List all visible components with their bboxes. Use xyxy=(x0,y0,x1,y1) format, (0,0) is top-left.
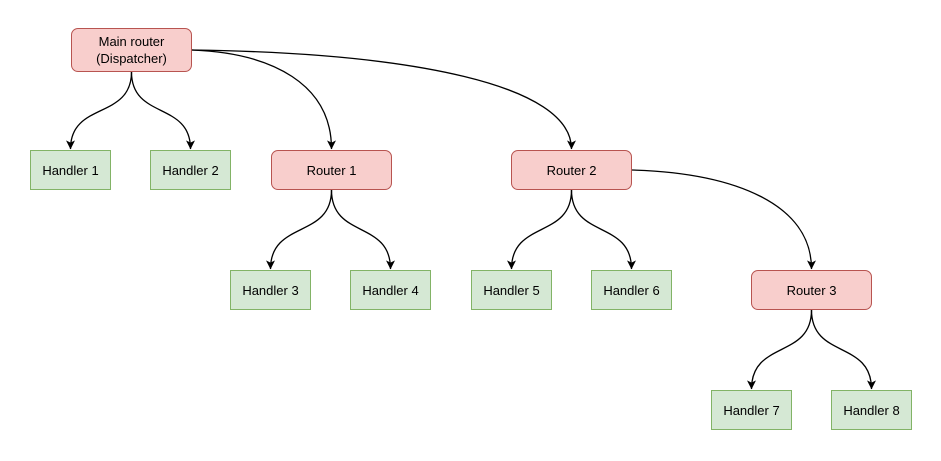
node-handler-5: Handler 5 xyxy=(471,270,552,310)
edge-main-router-to-router-2 xyxy=(191,49,576,150)
node-label-main-router: Main router (Dispatcher) xyxy=(96,34,167,66)
edge-main-router-to-handler-1 xyxy=(66,71,133,150)
edge-router-1-to-handler-4 xyxy=(330,189,395,270)
node-handler-2: Handler 2 xyxy=(150,150,231,190)
edge-router-2-to-handler-5 xyxy=(507,189,573,270)
node-router-2: Router 2 xyxy=(511,150,632,190)
node-handler-8: Handler 8 xyxy=(831,390,912,430)
edge-main-router-to-router-1 xyxy=(191,49,336,150)
node-label-router-3: Router 3 xyxy=(786,282,837,298)
node-label-handler-8: Handler 8 xyxy=(843,402,900,418)
node-label-handler-2: Handler 2 xyxy=(162,162,219,178)
node-handler-4: Handler 4 xyxy=(350,270,431,310)
node-label-handler-1: Handler 1 xyxy=(42,162,99,178)
node-handler-7: Handler 7 xyxy=(711,390,792,430)
node-label-router-1: Router 1 xyxy=(306,162,357,178)
edge-group xyxy=(66,49,876,390)
node-handler-3: Handler 3 xyxy=(230,270,311,310)
node-label-handler-7: Handler 7 xyxy=(723,402,780,418)
edge-router-2-to-router-3 xyxy=(631,169,816,270)
edge-router-2-to-handler-6 xyxy=(570,189,636,270)
node-label-handler-5: Handler 5 xyxy=(483,282,540,298)
edge-router-3-to-handler-7 xyxy=(747,309,813,390)
edge-main-router-to-handler-2 xyxy=(130,71,195,150)
edge-router-3-to-handler-8 xyxy=(810,309,876,390)
edge-router-1-to-handler-3 xyxy=(266,189,333,270)
node-label-handler-3: Handler 3 xyxy=(242,282,299,298)
node-handler-6: Handler 6 xyxy=(591,270,672,310)
node-handler-1: Handler 1 xyxy=(30,150,111,190)
node-main-router: Main router (Dispatcher) xyxy=(71,28,192,72)
node-router-1: Router 1 xyxy=(271,150,392,190)
node-label-router-2: Router 2 xyxy=(546,162,597,178)
node-label-handler-6: Handler 6 xyxy=(603,282,660,298)
node-label-handler-4: Handler 4 xyxy=(362,282,419,298)
node-router-3: Router 3 xyxy=(751,270,872,310)
